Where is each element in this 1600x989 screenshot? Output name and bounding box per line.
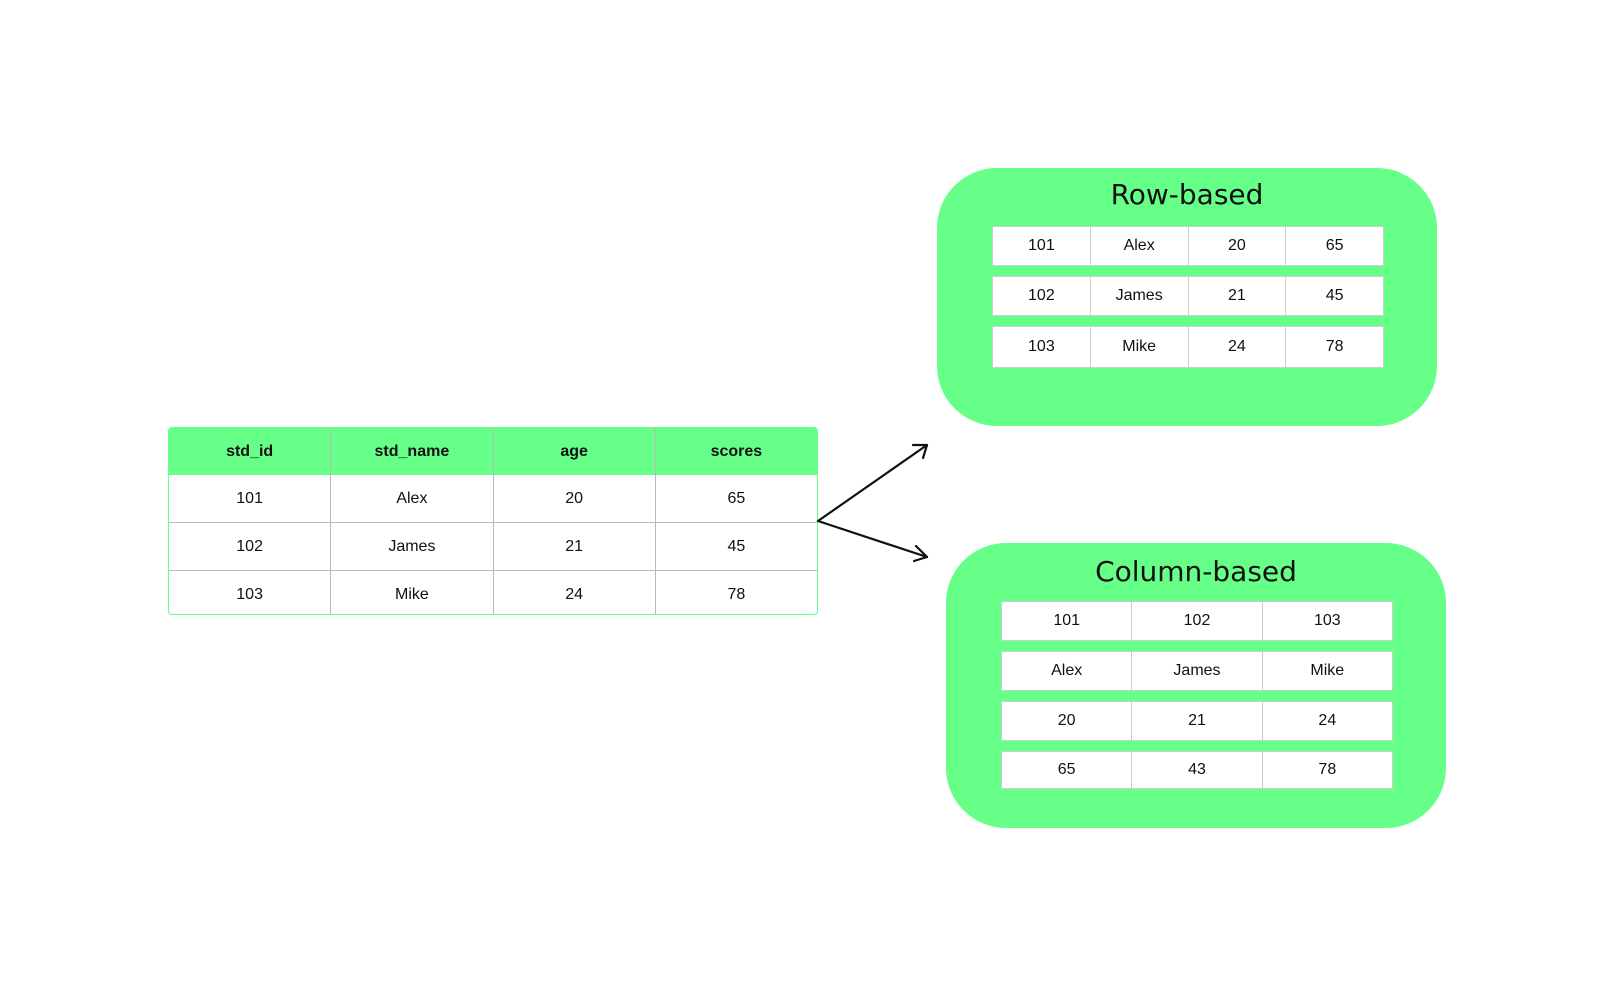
- storage-cell: 102: [1131, 601, 1263, 641]
- storage-cell: 65: [1285, 226, 1384, 266]
- table-cell: 78: [654, 571, 817, 614]
- table-row: 102 James 21 45: [169, 522, 817, 570]
- table-cell: Mike: [330, 571, 492, 614]
- table-cell: 24: [492, 571, 655, 614]
- table-row: 101 Alex 20 65: [169, 475, 817, 522]
- table-cell: 45: [654, 523, 817, 570]
- row-based-panel: Row-based 101 Alex 20 65 102 James 21 45…: [937, 168, 1437, 426]
- storage-cell: Mike: [1089, 326, 1189, 368]
- table-cell: 65: [654, 475, 817, 522]
- source-table: std_id std_name age scores 101 Alex 20 6…: [168, 427, 818, 615]
- storage-cell: Mike: [1261, 651, 1393, 691]
- storage-cell: 45: [1285, 276, 1384, 316]
- storage-cell: 20: [1187, 226, 1287, 266]
- header-std-name: std_name: [330, 428, 492, 475]
- column-based-record: 101 102 103: [1001, 601, 1393, 641]
- storage-cell: 103: [1261, 601, 1393, 641]
- storage-cell: 78: [1261, 751, 1393, 789]
- storage-cell: 21: [1187, 276, 1287, 316]
- table-cell: James: [330, 523, 492, 570]
- storage-cell: Alex: [1089, 226, 1189, 266]
- storage-cell: 21: [1131, 701, 1263, 741]
- storage-cell: Alex: [1001, 651, 1133, 691]
- row-based-record: 103 Mike 24 78: [992, 326, 1384, 368]
- table-cell: 103: [236, 585, 263, 603]
- header-scores: scores: [654, 428, 817, 475]
- table-row: 103 Mike 24 78: [169, 570, 817, 614]
- storage-cell: 24: [1187, 326, 1287, 368]
- row-based-record: 102 James 21 45: [992, 276, 1384, 316]
- arrow-right-down-icon: [816, 519, 929, 563]
- column-based-panel: Column-based 101 102 103 Alex James Mike…: [946, 543, 1446, 828]
- header-std-id: std_id: [226, 442, 274, 460]
- storage-cell: 20: [1001, 701, 1133, 741]
- storage-cell: 101: [992, 226, 1091, 266]
- source-table-header: std_id std_name age scores: [169, 428, 817, 475]
- table-cell: 101: [236, 489, 263, 507]
- storage-cell: 103: [992, 326, 1091, 368]
- table-cell: 20: [492, 475, 655, 522]
- storage-cell: James: [1089, 276, 1189, 316]
- column-based-record: 20 21 24: [1001, 701, 1393, 741]
- storage-cell: 43: [1131, 751, 1263, 789]
- storage-cell: James: [1131, 651, 1263, 691]
- storage-cell: 65: [1001, 751, 1133, 789]
- storage-cell: 102: [992, 276, 1091, 316]
- header-age: age: [492, 428, 655, 475]
- table-cell: Alex: [330, 475, 492, 522]
- row-based-title: Row-based: [1110, 178, 1264, 211]
- storage-cell: 101: [1001, 601, 1133, 641]
- column-based-title: Column-based: [1095, 555, 1297, 588]
- table-cell: 21: [492, 523, 655, 570]
- row-based-record: 101 Alex 20 65: [992, 226, 1384, 266]
- storage-cell: 78: [1285, 326, 1384, 368]
- column-based-record: Alex James Mike: [1001, 651, 1393, 691]
- table-cell: 102: [236, 537, 263, 555]
- arrow-right-up-icon: [816, 443, 929, 523]
- storage-cell: 24: [1261, 701, 1393, 741]
- column-based-record: 65 43 78: [1001, 751, 1393, 789]
